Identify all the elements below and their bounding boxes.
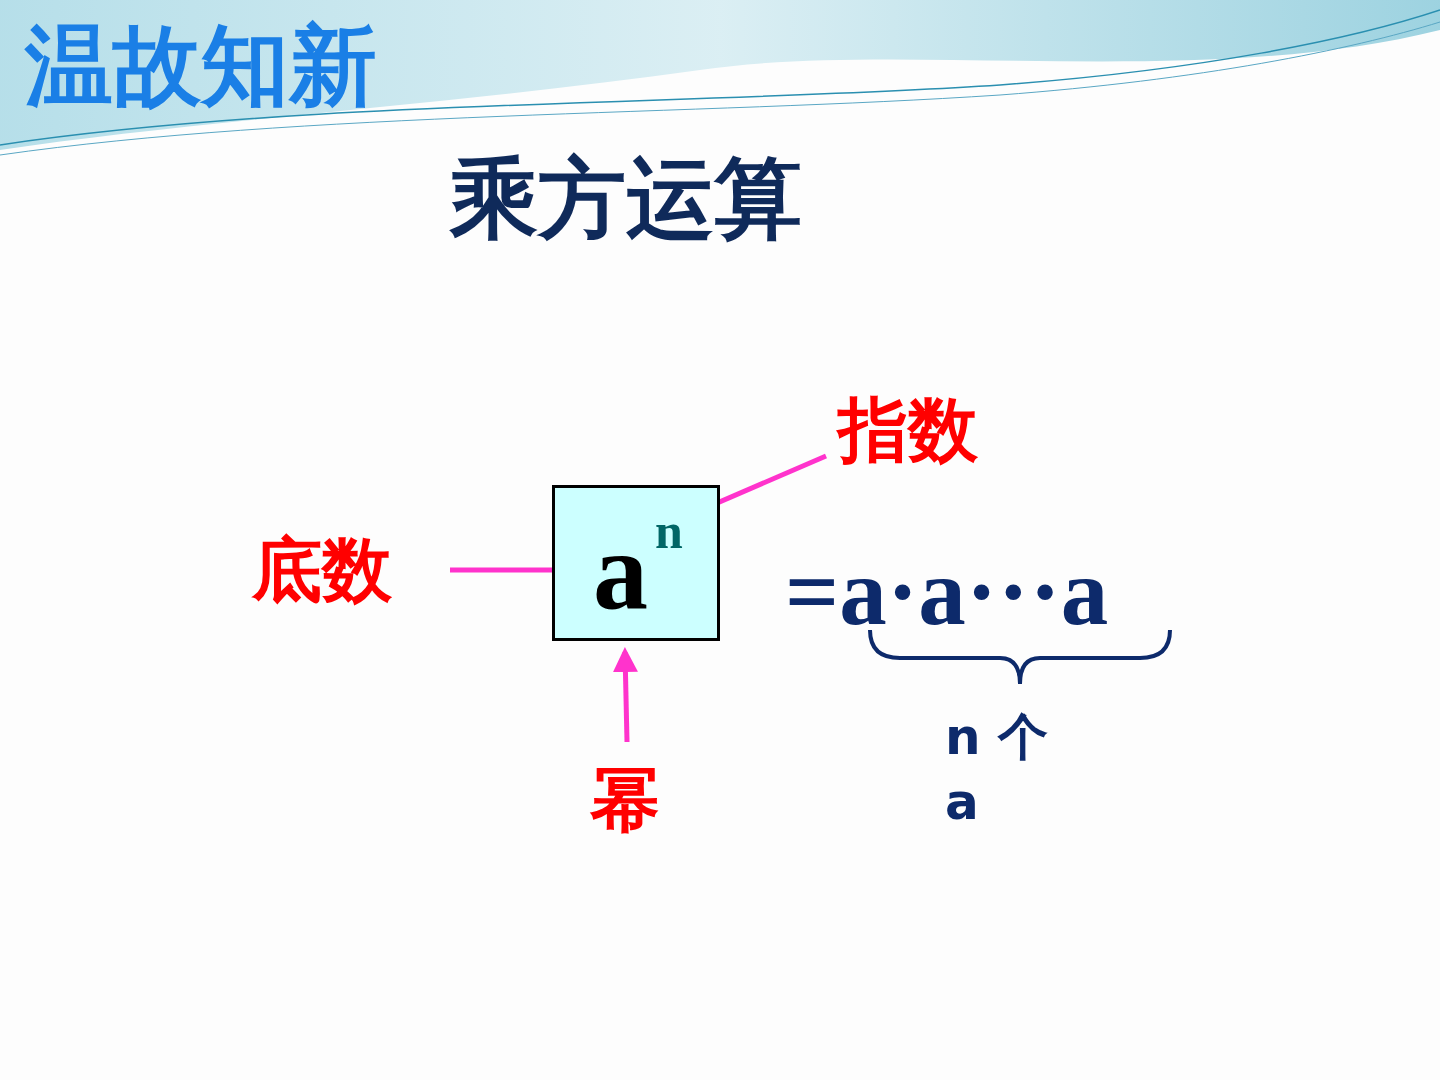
heading: 乘方运算 bbox=[450, 155, 802, 243]
base-label: 底数 bbox=[252, 535, 392, 605]
expansion: =a·a···a bbox=[785, 545, 1108, 640]
wave-line bbox=[0, 10, 1440, 145]
count-note: n 个 a bbox=[945, 705, 1075, 835]
power-box: an bbox=[552, 485, 720, 641]
exponent-letter: n bbox=[655, 506, 683, 556]
wave-line bbox=[0, 22, 1440, 155]
base-letter: a bbox=[593, 516, 648, 626]
top-wave bbox=[0, 0, 1440, 150]
leader-arrow bbox=[625, 652, 627, 742]
exponent-label: 指数 bbox=[838, 395, 978, 465]
section-title: 温故知新 bbox=[25, 22, 377, 110]
power-label: 幂 bbox=[590, 765, 660, 835]
